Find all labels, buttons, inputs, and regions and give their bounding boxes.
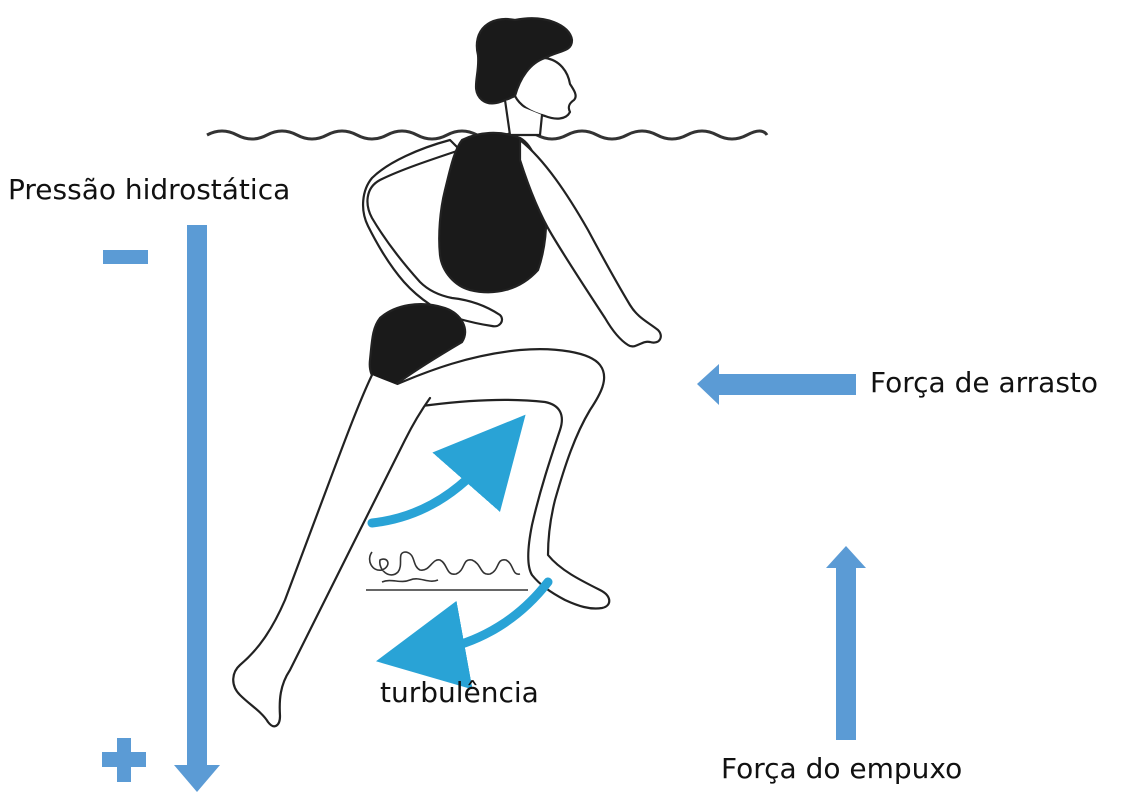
turbulence-arrow-lower — [438, 582, 548, 650]
hydrostatic-pressure-arrow — [174, 225, 220, 792]
turbulence-label: turbulência — [380, 679, 539, 707]
hydrostatic-pressure-label: Pressão hidrostática — [8, 176, 290, 204]
swimmer-figure-illustration — [233, 18, 661, 726]
minus-sign-icon — [103, 250, 148, 264]
turbulence-scribble-icon — [366, 552, 528, 590]
buoyancy-force-label: Força do empuxo — [721, 755, 962, 783]
swimmer-back-leg — [233, 375, 430, 726]
drag-force-arrow — [697, 364, 856, 405]
plus-sign-icon — [102, 738, 146, 782]
buoyancy-force-arrow — [826, 546, 866, 740]
swimmer-front-leg — [395, 349, 609, 608]
drag-force-label: Força de arrasto — [870, 369, 1098, 397]
